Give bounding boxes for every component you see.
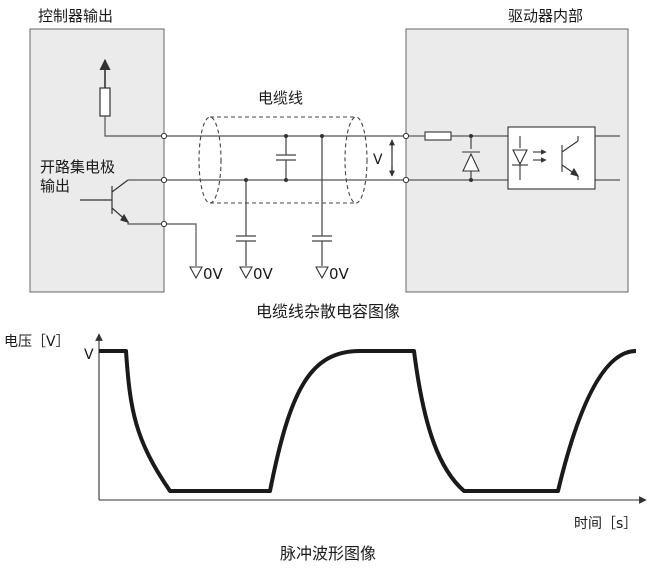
driver-terminal-2	[402, 176, 410, 184]
junction-dot	[244, 178, 248, 182]
junction-dot	[469, 134, 473, 138]
ground-label-1: 0V	[203, 265, 224, 283]
pulse-waveform	[99, 349, 637, 493]
junction-dot	[284, 178, 288, 182]
driver-internal-title: 驱动器内部	[508, 7, 583, 25]
waveform-caption: 脉冲波形图像	[280, 544, 376, 563]
driver-terminal-1	[402, 132, 410, 140]
ground-label-2: 0V	[253, 265, 274, 283]
photocoupler-led-icon	[512, 136, 547, 180]
stray-capacitor-to-ground-1	[236, 180, 256, 266]
junction-dot	[320, 134, 324, 138]
npn-transistor-icon	[80, 179, 130, 223]
controller-terminal-3	[160, 220, 168, 228]
junction-dot	[469, 178, 473, 182]
emitter-wire	[127, 222, 164, 225]
input-resistor	[424, 131, 452, 141]
ground-symbol-3	[315, 266, 329, 280]
ground-label-3: 0V	[329, 265, 350, 283]
stray-capacitor-between-lines	[276, 136, 296, 180]
controller-terminal-2	[160, 176, 168, 184]
y-axis-label: 电压［V］	[4, 334, 70, 350]
open-collector-label: 开路集电极	[40, 158, 115, 176]
x-axis-label: 时间［s］	[574, 516, 637, 532]
stray-capacitor-to-ground-2	[312, 136, 332, 266]
controller-panel	[29, 28, 165, 293]
junction-dot	[284, 134, 288, 138]
emitter-ground-wire	[167, 223, 197, 266]
y-tick-label: V	[84, 347, 94, 363]
controller-terminal-1	[160, 132, 168, 140]
pullup-wire	[104, 116, 164, 137]
pullup-resistor	[99, 87, 111, 117]
ground-symbol-2	[239, 266, 253, 280]
controller-output-title: 控制器输出	[38, 7, 113, 25]
cable-label: 电缆线	[258, 89, 303, 107]
cable-shield	[198, 116, 368, 204]
voltage-marker-label: V	[373, 152, 383, 168]
phototransistor-icon	[561, 136, 580, 180]
open-collector-label-2: 输出	[40, 177, 70, 195]
ground-symbol-1	[189, 266, 203, 280]
diagram-caption: 电缆线杂散电容图像	[256, 302, 400, 321]
